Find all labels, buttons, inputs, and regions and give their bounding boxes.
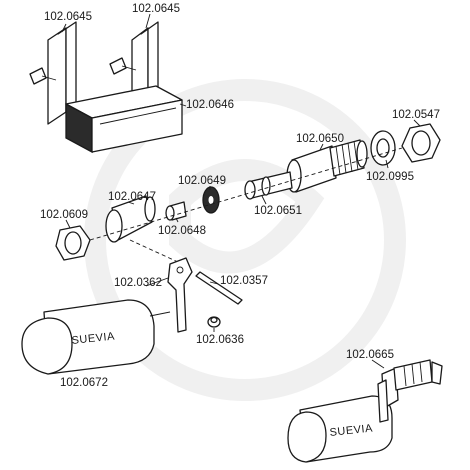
piston-102-0651 [244,171,293,200]
label-102-0362: 102.0362 [114,277,162,289]
label-102-0648: 102.0648 [158,225,206,237]
label-102-0651: 102.0651 [254,205,302,217]
watermark-logo [84,79,406,401]
rod-102-0357 [195,271,243,305]
label-102-0650: 102.0650 [296,133,344,145]
float-brand-small: SUEVIA [329,423,374,439]
label-102-0665: 102.0665 [346,349,394,361]
nut-102-0547 [401,123,441,163]
lever-102-0362 [167,257,193,333]
label-102-0609: 102.0609 [40,209,88,221]
label-102-0547: 102.0547 [392,109,440,121]
label-102-0646: 102.0646 [186,99,234,111]
lever-axis [129,239,179,263]
float-102-0672 [21,299,171,375]
seal-102-0649 [202,186,220,214]
label-102-0357: 102.0357 [220,275,268,287]
housing-102-0647 [105,195,156,243]
float-brand-large: SUEVIA [71,331,116,347]
label-102-0645-right: 102.0645 [132,3,180,15]
float-valve-102-0665 [287,359,443,463]
valve-body-102-0650 [286,139,368,193]
label-102-0672: 102.0672 [60,377,108,389]
label-102-0995: 102.0995 [366,171,414,183]
washer-102-0995 [370,130,396,166]
bracket-assembly [29,21,183,154]
nut-102-0609 [55,225,91,261]
label-102-0645-left: 102.0645 [44,11,92,23]
pin-102-0636 [207,316,221,328]
assembly-axis [89,147,403,241]
label-102-0647: 102.0647 [108,191,156,203]
label-102-0649: 102.0649 [178,175,226,187]
leader-lines [61,13,421,369]
label-102-0636: 102.0636 [196,334,244,346]
